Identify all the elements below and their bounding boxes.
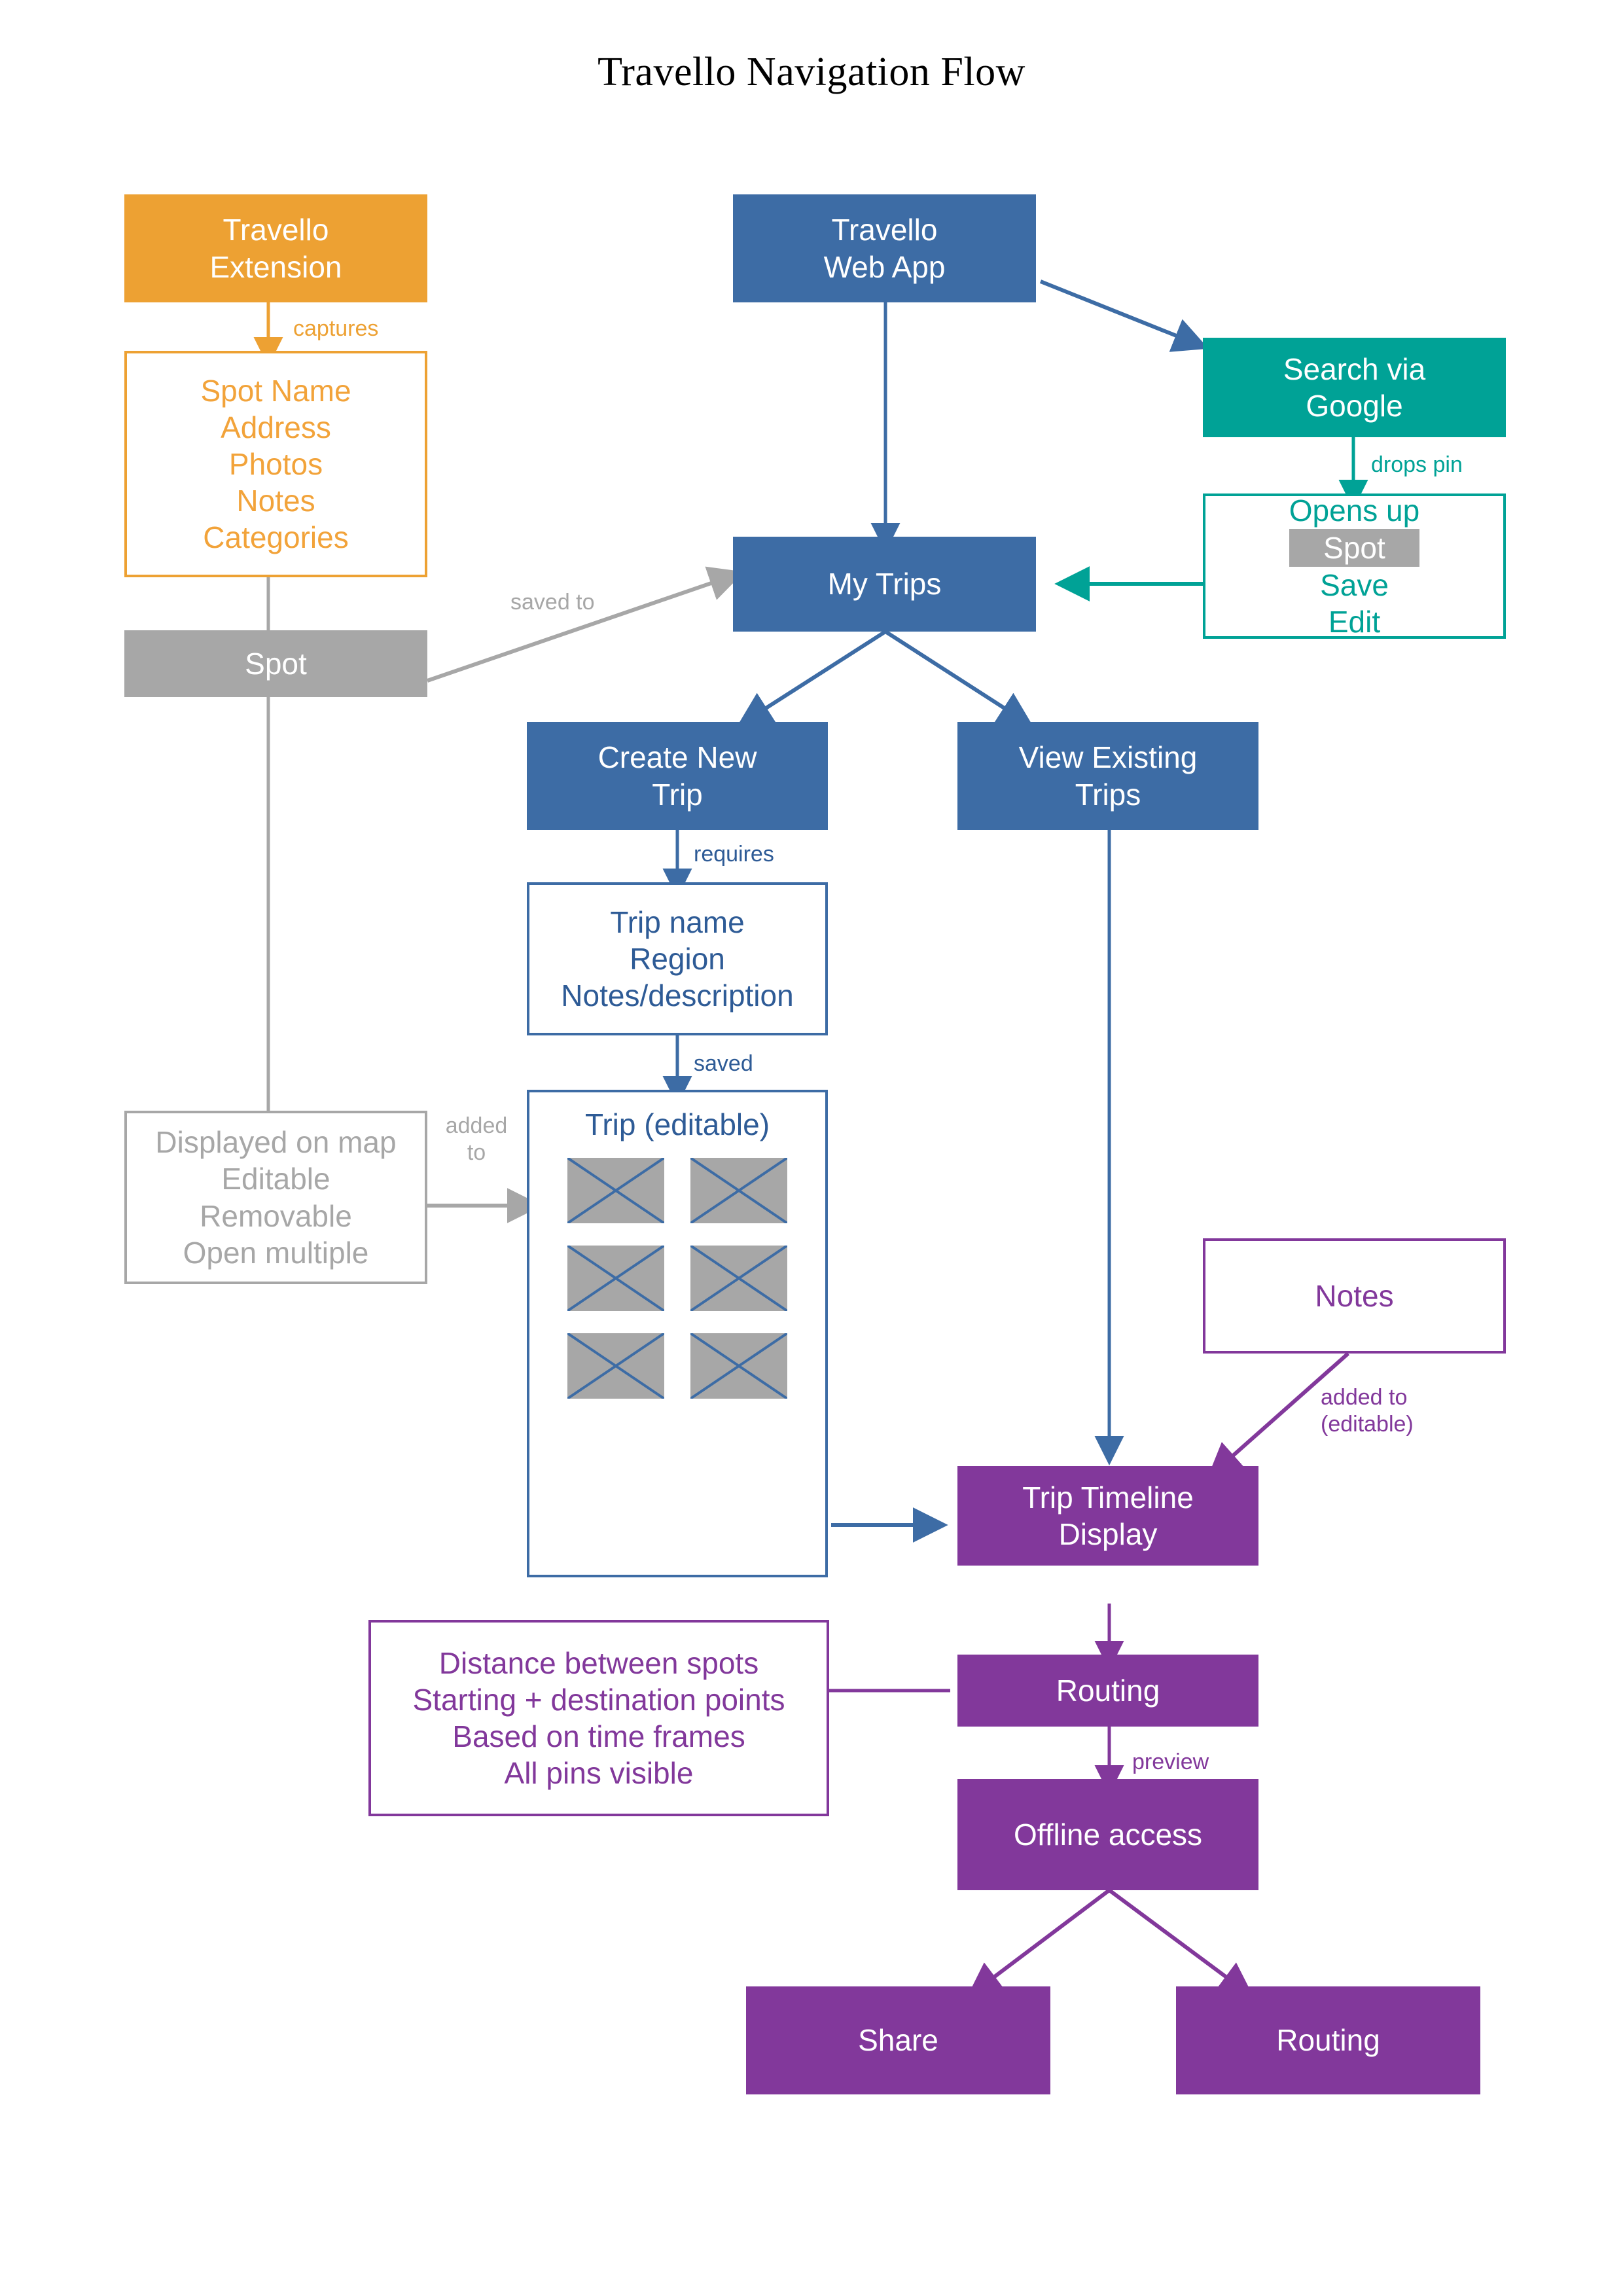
- node-notes-label: Notes: [1315, 1278, 1394, 1313]
- edge-label-requires: requires: [694, 842, 774, 867]
- edge-label-added-to-editable: added to(editable): [1321, 1385, 1414, 1437]
- node-my-trips[interactable]: My Trips: [733, 537, 1036, 632]
- image-placeholder[interactable]: [567, 1246, 664, 1311]
- spot-chip: Spot: [1289, 528, 1420, 567]
- node-routing-bottom-label: Routing: [1276, 2023, 1380, 2058]
- edge-webapp-to-search: [1039, 279, 1209, 352]
- node-routing[interactable]: Routing: [957, 1655, 1258, 1727]
- node-my-trips-label: My Trips: [827, 567, 942, 601]
- image-placeholder[interactable]: [690, 1158, 787, 1223]
- node-notes[interactable]: Notes: [1203, 1238, 1506, 1354]
- edge-offline-to-share: [967, 1888, 1111, 1998]
- edge-label-preview: preview: [1132, 1749, 1209, 1774]
- trip-thumbnail-grid: [529, 1158, 825, 1399]
- edge-label-captures: captures: [293, 316, 379, 341]
- node-share[interactable]: Share: [746, 1986, 1050, 2094]
- opens-up-prefix: Opens up: [1289, 493, 1420, 528]
- image-placeholder[interactable]: [567, 1158, 664, 1223]
- node-offline-access-label: Offline access: [1013, 1817, 1203, 1852]
- trip-editable-caption: Trip (editable): [584, 1107, 770, 1141]
- image-placeholder[interactable]: [567, 1333, 664, 1399]
- node-routing-bottom[interactable]: Routing: [1176, 1986, 1480, 2094]
- node-offline-access[interactable]: Offline access: [957, 1779, 1258, 1890]
- page-title: Travello Navigation Flow: [597, 50, 1026, 94]
- node-spot-label: Spot: [245, 646, 307, 681]
- node-trip-editable[interactable]: Trip (editable): [527, 1090, 828, 1577]
- edge-my-trips-to-view: [884, 630, 1034, 727]
- edge-my-trips-to-create: [736, 630, 887, 727]
- node-routing-label: Routing: [1056, 1673, 1160, 1708]
- image-placeholder[interactable]: [690, 1246, 787, 1311]
- edge-label-saved-to: saved to: [510, 590, 595, 615]
- node-share-label: Share: [858, 2023, 938, 2058]
- image-placeholder[interactable]: [690, 1333, 787, 1399]
- edge-label-saved: saved: [694, 1051, 753, 1076]
- node-spot[interactable]: Spot: [124, 630, 427, 697]
- edge-label-drops-pin: drops pin: [1371, 452, 1463, 477]
- edge-offline-to-routing-bottom: [1108, 1888, 1255, 1998]
